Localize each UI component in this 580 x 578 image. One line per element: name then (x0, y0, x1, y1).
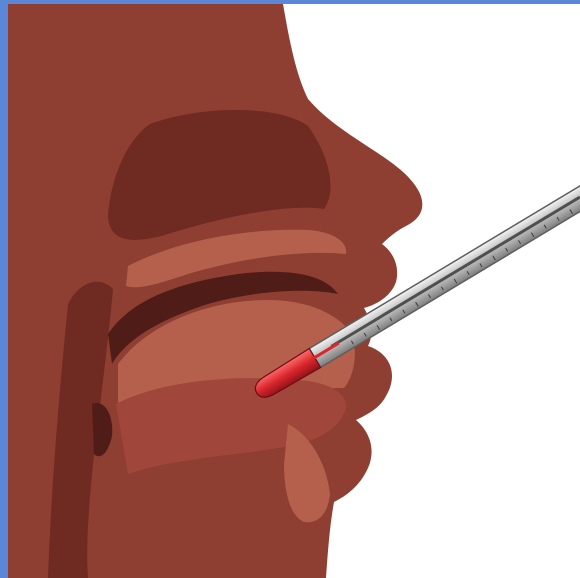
oral-thermometer-illustration (8, 4, 580, 578)
